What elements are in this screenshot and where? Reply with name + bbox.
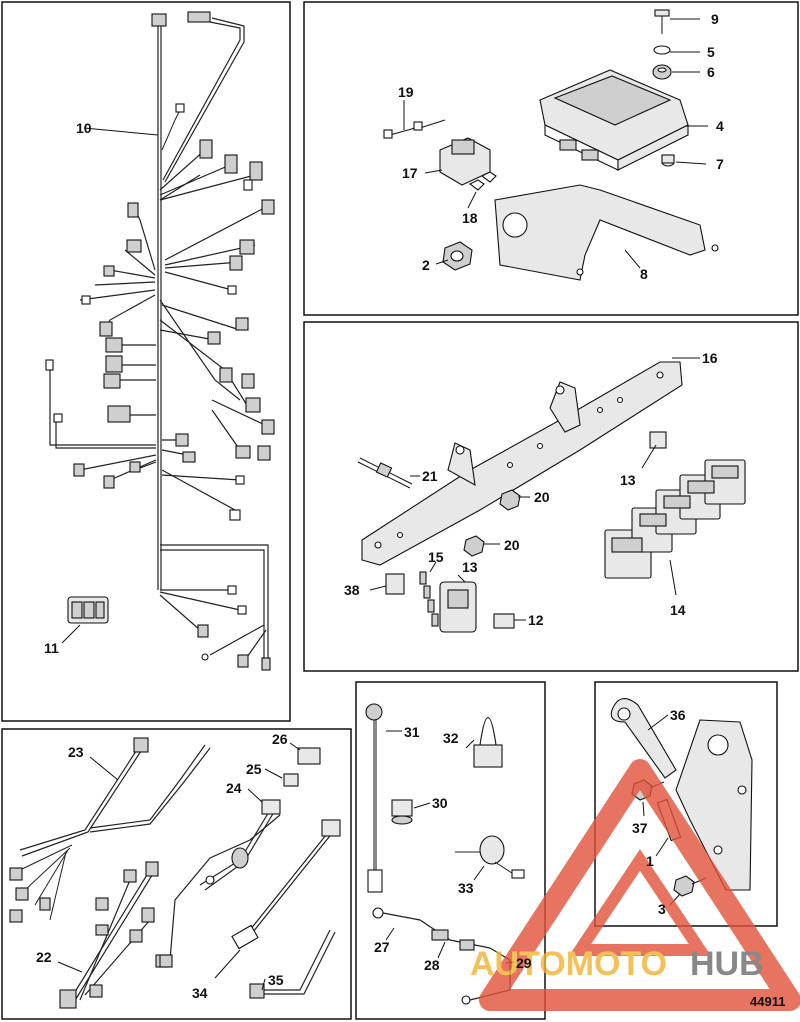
nut-20a [499,489,521,511]
connector-26 [297,747,321,765]
callout-9: 9 [711,11,719,27]
washer-5 [653,45,671,55]
lifting-eye-36 [610,698,753,891]
fuses-15 [419,571,439,627]
screws-19 [383,119,446,139]
panel-main-harness [1,1,291,722]
main-harness-10 [45,11,275,671]
callout-37: 37 [632,820,648,836]
callout-17: 17 [402,165,418,181]
nut-20b [463,535,485,557]
callout-25: 25 [246,761,262,777]
callout-36: 36 [670,707,686,723]
bracket-8 [494,184,719,281]
panel-sensors [355,681,546,1020]
sub-harness-22 [59,861,169,1009]
panel-ecm [303,1,799,316]
sensor-31 [365,703,383,893]
nuts-18 [468,171,497,191]
fuse-block-13 [439,581,477,633]
connector [151,13,167,27]
o2-sensor-34 [231,819,341,950]
connector [187,11,211,23]
loop-connector-32 [473,717,503,768]
callout-28: 28 [424,957,440,973]
callout-1: 1 [646,853,654,869]
callout-29: 29 [516,955,532,971]
callout-12: 12 [528,612,544,628]
callout-5: 5 [707,44,715,60]
callout-20b: 20 [504,537,520,553]
callout-38: 38 [344,582,360,598]
callout-21: 21 [422,468,438,484]
harness-24 [159,799,281,968]
spacer-7 [661,154,675,167]
bolt-3 [673,875,707,897]
panel-sub-harness [1,728,352,1020]
callout-32: 32 [443,730,459,746]
watermark-word1: AUTOMOTO [470,945,667,983]
relay-bracket-16 [361,361,683,566]
sensor-33 [455,835,525,879]
callout-31: 31 [404,724,420,740]
callout-8: 8 [640,266,648,282]
watermark-word2: HUB [690,945,764,983]
callout-27: 27 [374,939,390,955]
callout-18: 18 [462,210,478,226]
callout-16: 16 [702,350,718,366]
callout-26: 26 [272,731,288,747]
watermark-logo: AUTOMOTO HUB [470,759,800,1011]
callout-11: 11 [44,640,59,656]
fuse-holder-13-top [649,431,667,449]
callout-13b: 13 [462,559,478,575]
callout-24: 24 [226,780,242,796]
callout-4: 4 [716,118,724,134]
callout-19: 19 [398,84,414,100]
callout-7: 7 [716,156,724,172]
grommet-6 [652,64,672,80]
callout-23: 23 [68,744,84,760]
callout-13a: 13 [620,472,636,488]
stud-21 [357,457,413,489]
callout-35: 35 [268,972,284,988]
callout-30: 30 [432,795,448,811]
callout-34: 34 [192,985,208,1001]
ecm-4 [539,69,689,171]
callout-6: 6 [707,64,715,80]
nut-2 [442,241,473,271]
connector-25 [283,773,299,787]
fuse-holder-38 [385,573,405,595]
panel-relay-bracket [303,321,799,672]
callout-14: 14 [670,602,686,618]
sub-harness-23 [9,737,211,923]
callout-3: 3 [658,901,666,917]
screw-9 [654,9,670,34]
fuse-12 [493,613,515,629]
callout-22: 22 [36,949,52,965]
relays-14 [604,459,746,579]
callout-33: 33 [458,880,474,896]
callout-2: 2 [422,257,430,273]
sensor-30 [391,799,413,825]
figure-number: 44911 [750,994,785,1009]
sensor-17 [439,137,491,186]
connector-11 [67,596,109,624]
callout-15: 15 [428,549,444,565]
callout-10: 10 [76,120,92,136]
harness-35 [249,929,336,999]
callout-20a: 20 [534,489,550,505]
